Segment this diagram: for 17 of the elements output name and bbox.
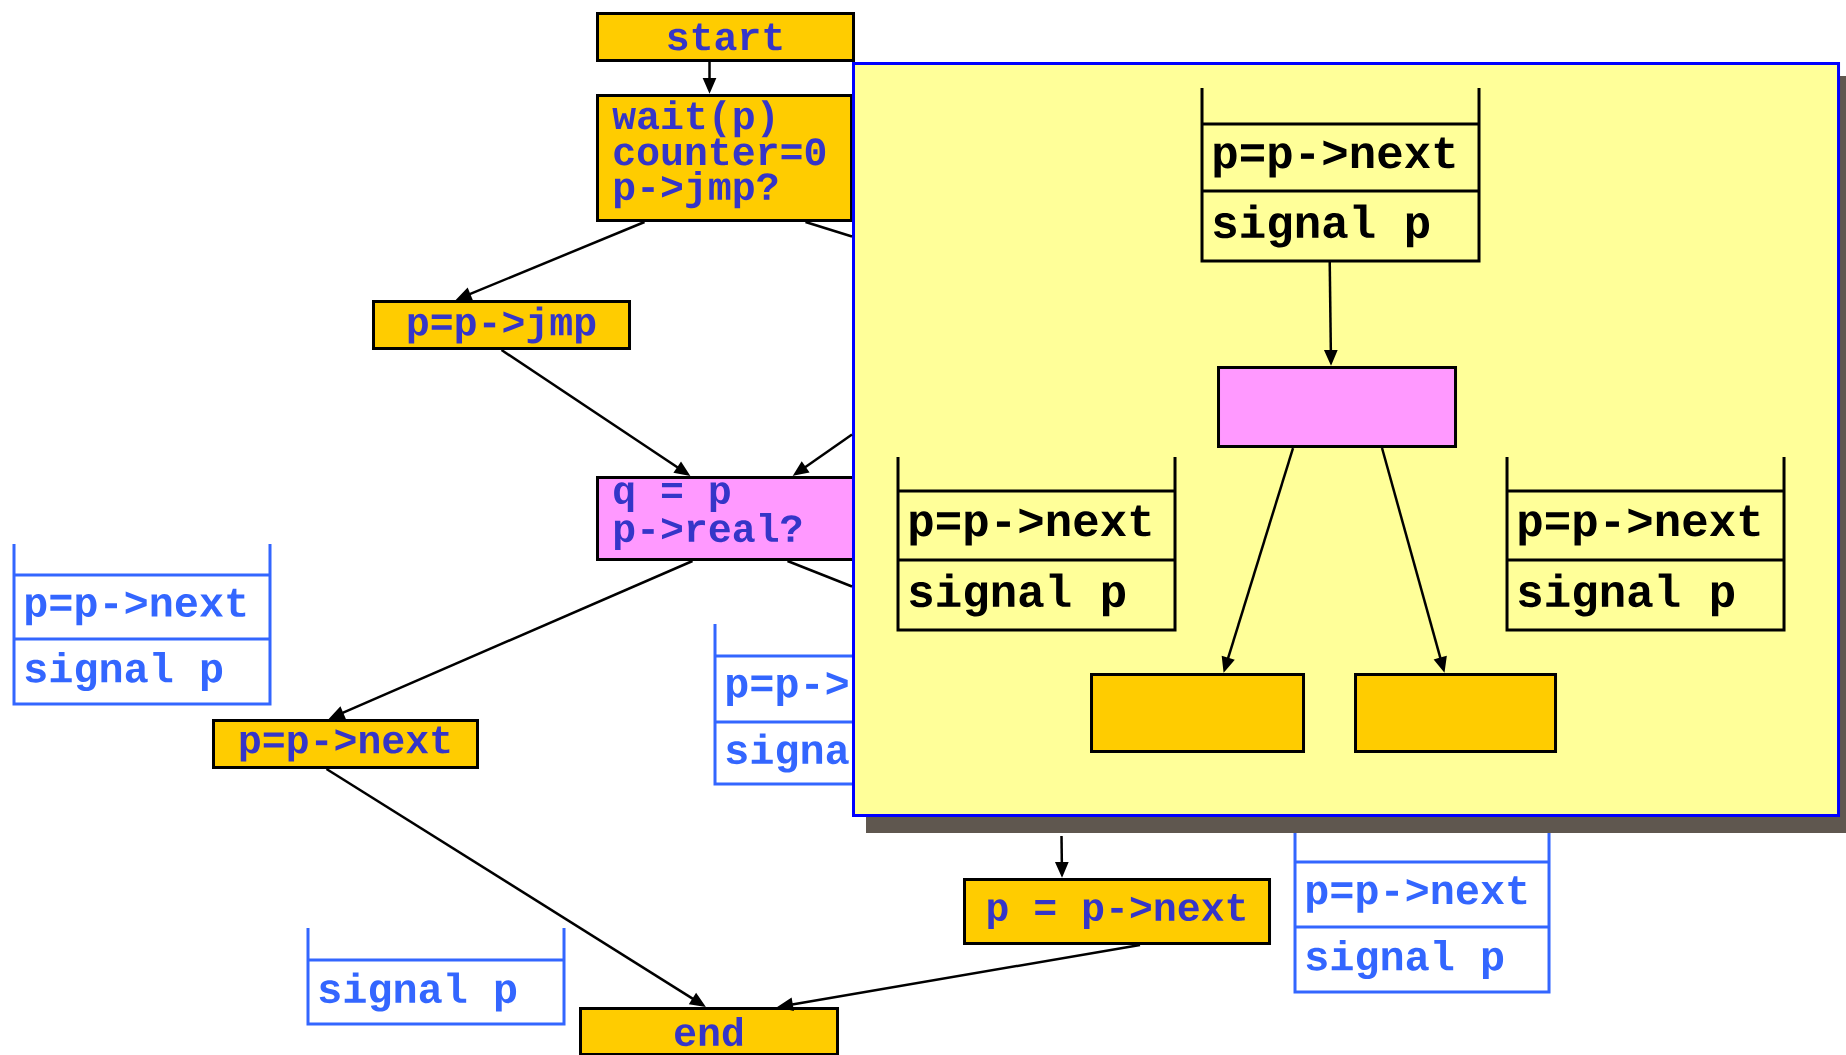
stack-box: signal p: [306, 928, 566, 1026]
stack-box: p=p->next signal p: [1505, 457, 1786, 632]
decision-box: [1217, 366, 1457, 448]
stack-box: p=p->next signal p: [1200, 88, 1481, 263]
terminal-box: start: [596, 12, 855, 62]
terminal-box: end: [579, 1007, 839, 1055]
process-box: p = p->next: [963, 878, 1271, 945]
stack-box: p=p->next signal p: [12, 544, 272, 706]
process-box: p=p->jmp: [372, 300, 631, 350]
decision-box: q = p p->real?: [596, 476, 855, 561]
overlay-panel: [852, 62, 1846, 833]
process-box: p=p->next: [212, 719, 479, 769]
process-box: [1090, 673, 1305, 753]
stack-box: p=p->next signal p: [896, 457, 1177, 632]
process-box: wait(p) counter=0 p->jmp?: [596, 94, 853, 222]
process-box: [1354, 673, 1557, 753]
stack-box: p=p->next signal p: [1293, 800, 1551, 994]
